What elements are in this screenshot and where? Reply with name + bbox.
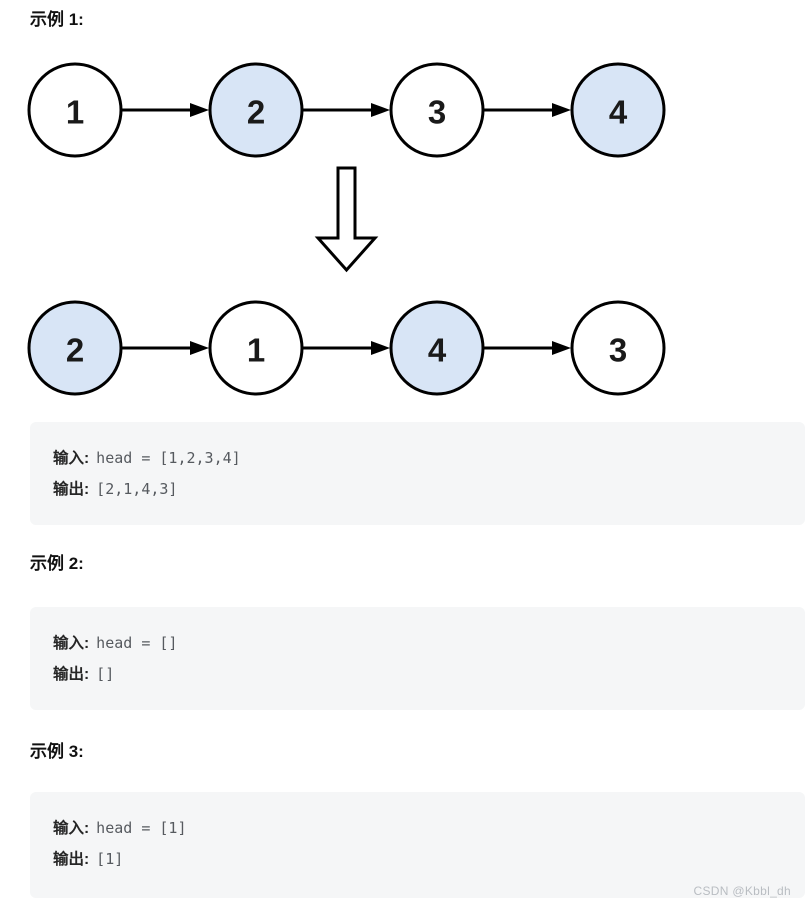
node-label: 1 <box>247 332 265 369</box>
list-after: 2 1 4 3 <box>27 300 666 396</box>
arrowhead-icon <box>190 103 209 117</box>
input-value: head = [] <box>96 634 178 652</box>
example1-heading: 示例 1: <box>30 10 84 29</box>
io-input-line: 输入: head = [1] <box>53 813 805 844</box>
node-circle-before-1 <box>27 62 123 158</box>
arrowhead-icon <box>371 341 390 355</box>
watermark: CSDN @Kbbl_dh <box>693 884 791 898</box>
arrowhead-icon <box>371 103 390 117</box>
example2-io-block: 输入: head = [] 输出: [] <box>30 607 805 710</box>
node-label: 2 <box>247 94 265 131</box>
example3-io-block: 输入: head = [1] 输出: [1] <box>30 792 805 898</box>
node-circle-before-2 <box>208 62 304 158</box>
arrowhead-icon <box>552 341 571 355</box>
io-output-line: 输出: [] <box>53 659 805 690</box>
node-label: 3 <box>609 332 627 369</box>
node-circle-after-1 <box>27 300 123 396</box>
input-label: 输入: <box>53 820 90 837</box>
node-label: 4 <box>609 94 628 131</box>
output-value: [] <box>96 665 115 683</box>
node-circle-after-2 <box>208 300 304 396</box>
node-label: 1 <box>66 94 84 131</box>
output-label: 输出: <box>53 481 90 498</box>
linked-list-diagram: 1 2 3 4 2 1 4 3 <box>27 62 666 396</box>
output-value: [2,1,4,3] <box>96 480 178 498</box>
input-value: head = [1] <box>96 819 187 837</box>
down-arrow-icon <box>314 166 379 273</box>
example3-heading: 示例 3: <box>30 742 84 761</box>
output-label: 输出: <box>53 666 90 683</box>
input-label: 输入: <box>53 450 90 467</box>
io-input-line: 输入: head = [1,2,3,4] <box>53 443 805 474</box>
arrowhead-icon <box>190 341 209 355</box>
list-before: 1 2 3 4 <box>27 62 666 158</box>
node-circle-after-3 <box>389 300 485 396</box>
io-output-line: 输出: [1] <box>53 844 805 875</box>
node-circle-after-4 <box>570 300 666 396</box>
node-label: 2 <box>66 332 84 369</box>
example1-io-block: 输入: head = [1,2,3,4] 输出: [2,1,4,3] <box>30 422 805 525</box>
node-circle-before-4 <box>570 62 666 158</box>
example2-heading: 示例 2: <box>30 554 84 573</box>
io-output-line: 输出: [2,1,4,3] <box>53 474 805 505</box>
node-label: 3 <box>428 94 446 131</box>
node-circle-before-3 <box>389 62 485 158</box>
node-label: 4 <box>428 332 447 369</box>
output-value: [1] <box>96 850 124 868</box>
arrowhead-icon <box>552 103 571 117</box>
input-value: head = [1,2,3,4] <box>96 449 241 467</box>
io-input-line: 输入: head = [] <box>53 628 805 659</box>
input-label: 输入: <box>53 635 90 652</box>
output-label: 输出: <box>53 851 90 868</box>
